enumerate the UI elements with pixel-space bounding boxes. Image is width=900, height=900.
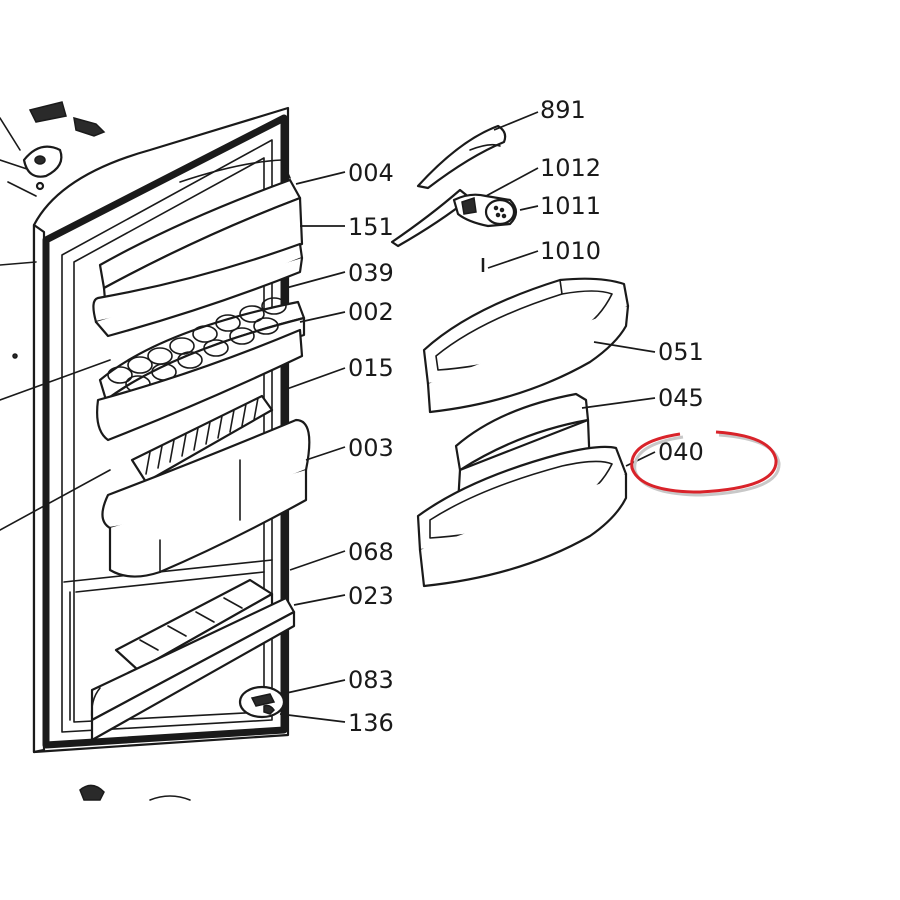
handle-part-891 — [416, 124, 507, 190]
callout-003: 003 — [348, 434, 394, 462]
callout-labels: 891 1012 1011 1010 004 151 039 002 015 0… — [348, 96, 704, 737]
callout-002: 002 — [348, 298, 394, 326]
callout-1010: 1010 — [540, 237, 601, 265]
callout-051: 051 — [658, 338, 704, 366]
bottle-shelf — [101, 394, 311, 578]
callout-083: 083 — [348, 666, 394, 694]
callout-151: 151 — [348, 213, 394, 241]
door-knob-part — [238, 685, 286, 719]
callout-015: 015 — [348, 354, 394, 382]
door-bin-051 — [422, 277, 630, 414]
callout-1012: 1012 — [540, 154, 601, 182]
highlight-circle — [630, 430, 781, 497]
dairy-compartment — [92, 159, 304, 338]
door-bin-040 — [416, 445, 628, 588]
callout-039: 039 — [348, 259, 394, 287]
bottom-shelf — [90, 578, 296, 742]
callout-891: 891 — [540, 96, 586, 124]
callout-068: 068 — [348, 538, 394, 566]
callout-023: 023 — [348, 582, 394, 610]
callout-136: 136 — [348, 709, 394, 737]
callout-1011: 1011 — [540, 192, 601, 220]
door-bin-upper — [96, 328, 304, 442]
cap-1011 — [452, 193, 518, 228]
callout-040: 040 — [658, 438, 704, 466]
leader-lines — [279, 111, 656, 723]
callout-045: 045 — [658, 384, 704, 412]
callout-004: 004 — [348, 159, 394, 187]
